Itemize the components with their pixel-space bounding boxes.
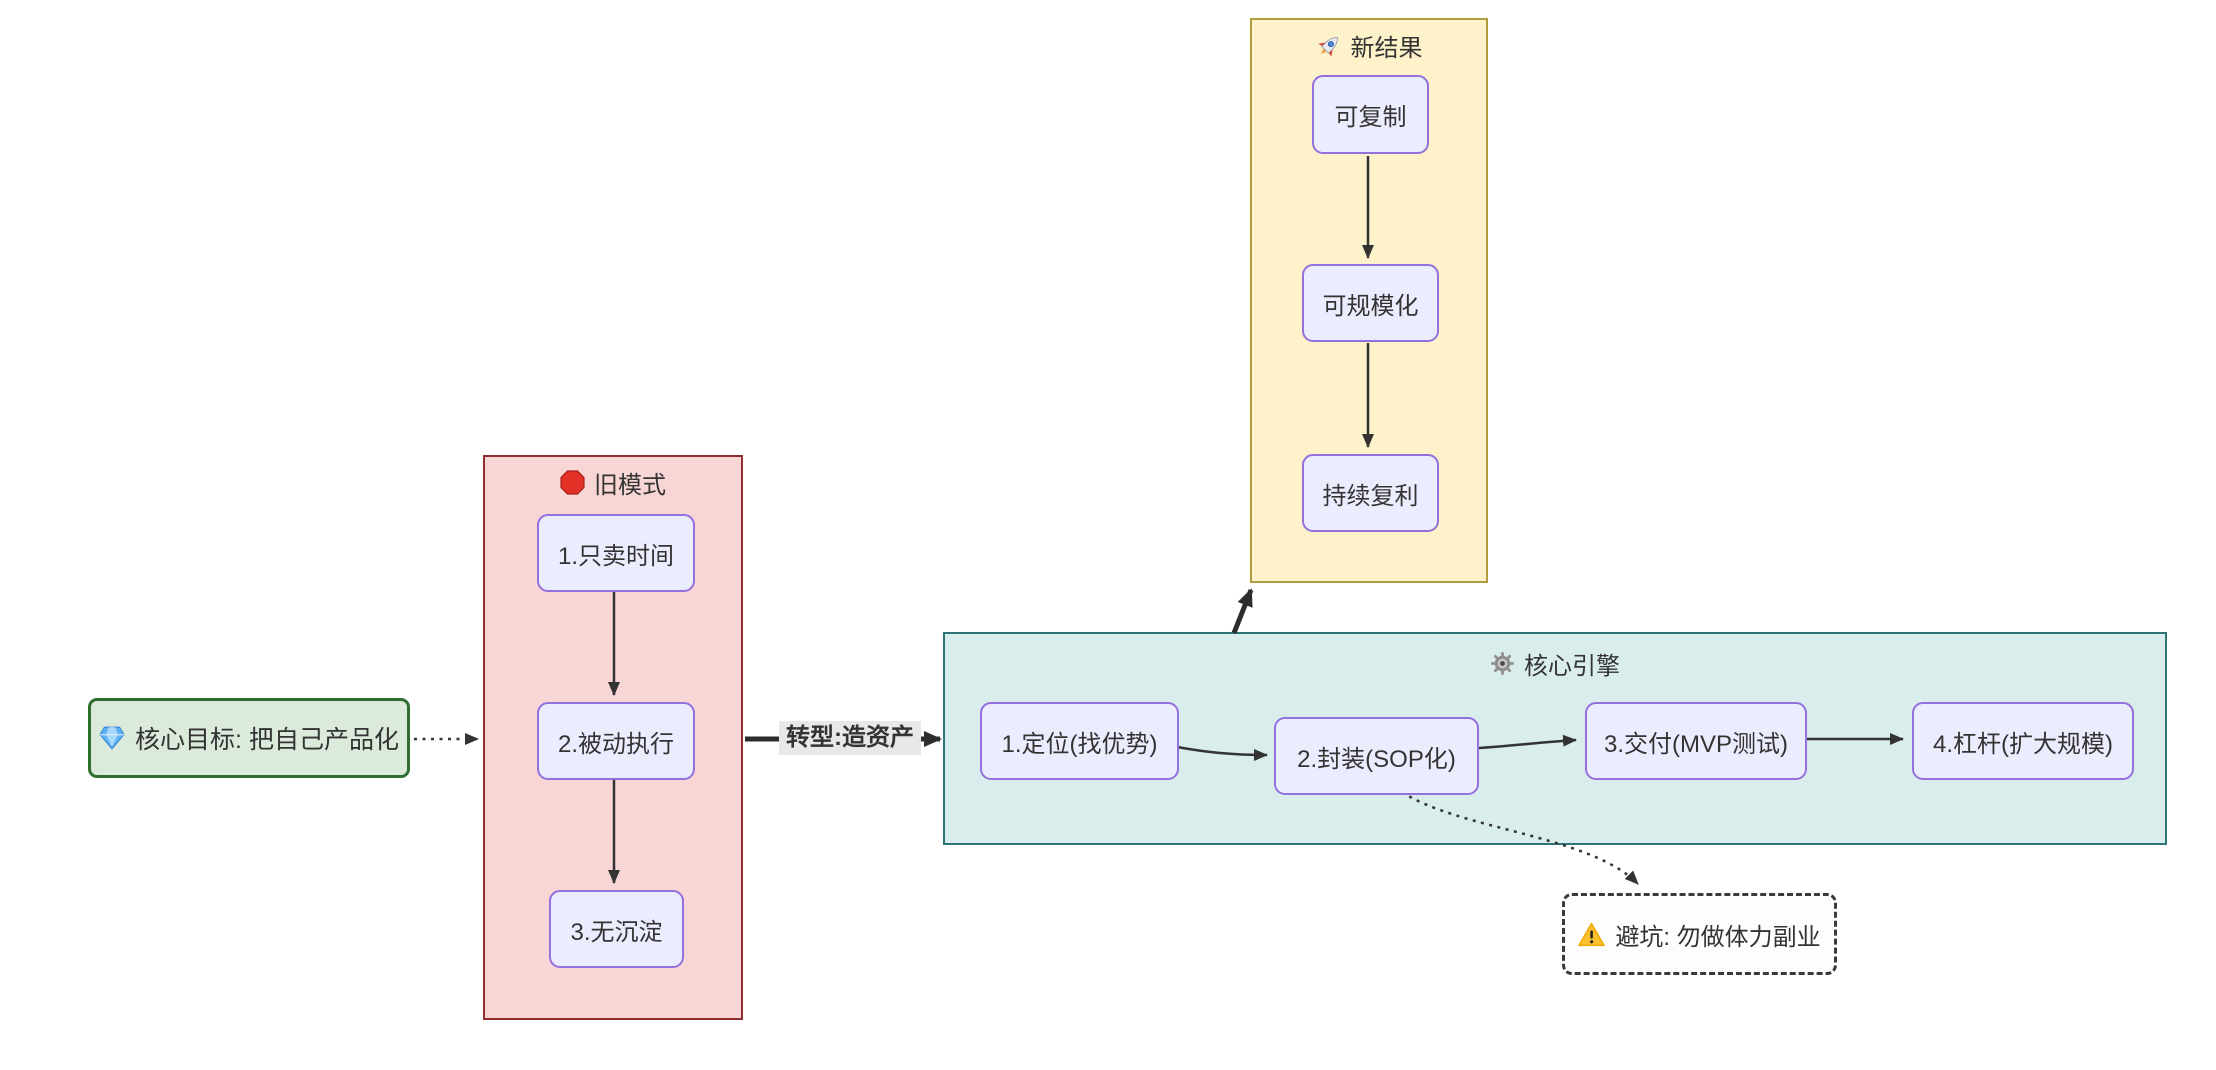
group-new-results-title: 新结果 xyxy=(1252,28,1486,63)
warning-node-label: 避坑: 勿做体力副业 xyxy=(1615,923,1821,951)
group-core-engine: 核心引擎 1.定位(找优势) 2.封装(SOP化) 3.交付(MVP测试) 4.… xyxy=(943,632,2167,845)
node-engine-step-1: 1.定位(找优势) xyxy=(980,702,1179,780)
group-old-model-title-text: 旧模式 xyxy=(594,472,666,499)
gear-icon xyxy=(1490,651,1515,676)
node-new-step-3: 持续复利 xyxy=(1302,454,1439,532)
edge-engine-1-2 xyxy=(1176,745,1268,761)
node-engine-step-2: 2.封装(SOP化) xyxy=(1274,717,1479,795)
warning-icon xyxy=(1578,922,1606,947)
rocket-icon xyxy=(1316,33,1342,59)
edge-engine-2-3 xyxy=(1478,734,1577,750)
edge-engine-to-new xyxy=(1231,588,1254,634)
warning-node: 避坑: 勿做体力副业 xyxy=(1562,893,1837,975)
group-core-engine-title-text: 核心引擎 xyxy=(1524,653,1620,680)
node-engine-step-4: 4.杠杆(扩大规模) xyxy=(1912,702,2134,780)
node-new-step-1: 可复制 xyxy=(1312,75,1429,154)
gem-icon xyxy=(99,726,125,750)
node-old-step-2: 2.被动执行 xyxy=(537,702,695,780)
goal-node-label: 核心目标: 把自己产品化 xyxy=(135,726,399,754)
goal-node: 核心目标: 把自己产品化 xyxy=(88,698,410,778)
node-old-step-3: 3.无沉淀 xyxy=(549,890,684,968)
node-old-step-1: 1.只卖时间 xyxy=(537,514,695,592)
group-core-engine-title: 核心引擎 xyxy=(945,646,2165,681)
group-old-model: 旧模式 1.只卖时间 2.被动执行 3.无沉淀 xyxy=(483,455,743,1020)
stop-sign-icon xyxy=(560,470,585,495)
group-old-model-title: 旧模式 xyxy=(485,465,741,500)
node-engine-step-3: 3.交付(MVP测试) xyxy=(1585,702,1807,780)
group-new-results-title-text: 新结果 xyxy=(1350,35,1423,62)
edge-label-transform: 转型:造资产 xyxy=(779,721,921,755)
node-new-step-2: 可规模化 xyxy=(1302,264,1439,342)
group-new-results: 新结果 可复制 可规模化 持续复利 xyxy=(1250,18,1488,583)
edge-engine-2-to-warning xyxy=(1401,790,1639,885)
